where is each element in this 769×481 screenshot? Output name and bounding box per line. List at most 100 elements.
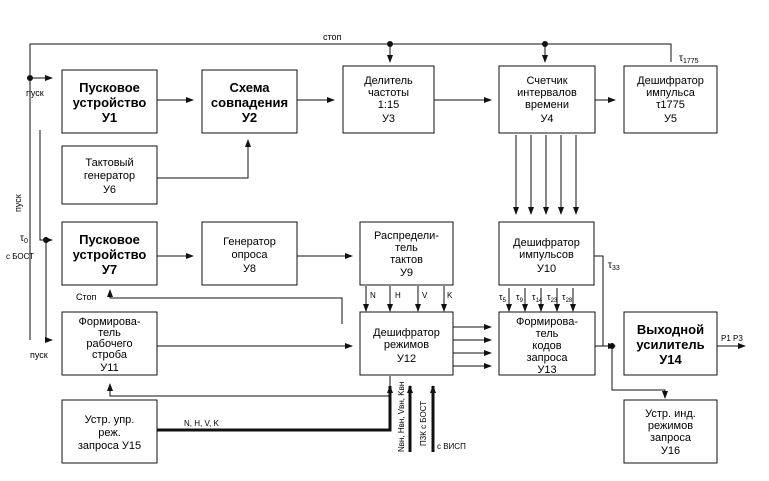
tau14-label: τ14: [532, 292, 543, 304]
block-u13: [498, 311, 596, 376]
u16-line-3: запроса: [650, 432, 692, 444]
thick-buses: [157, 385, 436, 452]
u12-to-u11: [107, 376, 391, 397]
u6-line-3: У6: [103, 184, 116, 196]
n-label: N: [370, 291, 376, 300]
u11-line-1: Формирова-: [78, 316, 140, 328]
u1-line-3: У1: [102, 110, 117, 125]
u6-to-u2: [157, 139, 251, 179]
u11-line-5: У11: [100, 362, 118, 374]
u10-line-1: Дешифратор: [513, 237, 580, 249]
u16-line-4: У16: [661, 445, 680, 457]
u14-line-2: усилитель: [636, 337, 704, 352]
u11-line-2: тель: [98, 327, 121, 339]
tau14-subscript: 14: [536, 298, 543, 304]
u2-line-1: Схема: [229, 80, 270, 95]
tau9-symbol: τ: [516, 292, 520, 302]
tau1775-top-label: τ1775: [679, 53, 699, 65]
block-u15: [61, 399, 158, 464]
u11-line-4: строба: [92, 349, 128, 361]
stop-feedback-line: [29, 43, 672, 330]
u9-line-3: тактов: [390, 254, 423, 266]
tau28-label: τ28: [562, 292, 573, 304]
tau28-symbol: τ: [562, 292, 566, 302]
k-label: K: [447, 291, 453, 300]
tau5-subscript: 5: [503, 298, 507, 304]
u8-line-1: Генератор: [223, 236, 276, 248]
tau23-label: τ23: [547, 292, 558, 304]
u8-line-3: У8: [243, 263, 256, 275]
u13-line-1: Формирова-: [516, 316, 578, 328]
stop-top-label: стоп: [323, 32, 342, 42]
p1p3-label: Р1 Р3: [721, 334, 743, 343]
u4-line-3: времени: [525, 99, 569, 111]
tau23-subscript: 23: [551, 298, 558, 304]
block-u4: [498, 65, 596, 134]
u9-line-2: тель: [395, 242, 418, 254]
u13-line-5: У13: [537, 364, 556, 376]
u13-line-2: тель: [536, 328, 559, 340]
tau9-subscript: 9: [520, 298, 524, 304]
v-label: V: [422, 291, 428, 300]
u1-line-1: Пусковое: [79, 80, 140, 95]
h-label: H: [395, 291, 401, 300]
block-u3: [342, 65, 435, 134]
block-u12: [359, 311, 454, 376]
u3-line-2: частоты: [368, 87, 409, 99]
u15-line-1: Устр. упр.: [85, 414, 135, 426]
u15-line-2: реж.: [98, 427, 121, 439]
block-labels: Пусковое устройство У1 Схема совпадения …: [73, 75, 705, 457]
bus-u15-to-u12: [157, 385, 393, 432]
u4-line-2: интервалов: [517, 87, 577, 99]
u5-line-2: импульса: [646, 87, 696, 99]
u14-line-1: Выходной: [637, 322, 704, 337]
u3-line-3: 1:15: [378, 99, 399, 111]
u7-line-1: Пусковое: [79, 232, 140, 247]
tau0-symbol: τ: [20, 233, 24, 244]
tau33-subscript: 33: [612, 265, 620, 272]
stop-mid-label: Стоп: [76, 292, 97, 302]
block-u7: [61, 221, 158, 286]
block-u8: [201, 221, 298, 286]
tau0-subscript: 0: [24, 238, 28, 245]
tau28-subscript: 28: [566, 298, 573, 304]
u15-line-3: запроса У15: [78, 440, 141, 452]
s-bost-label: с БОСТ: [6, 252, 34, 261]
block-u14: [623, 311, 718, 376]
s-visp-label: с ВИСП: [437, 442, 466, 451]
u14-line-3: У14: [659, 352, 682, 367]
u11-line-3: рабочего: [86, 338, 132, 350]
u13-line-3: кодов: [532, 340, 561, 352]
u9-line-1: Распредели-: [374, 230, 439, 242]
u10-line-3: У10: [537, 263, 556, 275]
u10-line-2: импульсов: [519, 249, 574, 261]
u12-line-3: У12: [397, 353, 416, 365]
u2-line-2: совпадения: [211, 95, 288, 110]
u16-line-2: режимов: [648, 420, 693, 432]
junction-dots: [27, 41, 615, 349]
block-u1: [61, 69, 158, 134]
block-u6: [61, 145, 158, 205]
block-boxes: [61, 65, 718, 464]
u8-line-2: опроса: [232, 249, 269, 261]
tau33-line: [594, 255, 604, 346]
u4-line-1: Счетчик: [526, 75, 567, 87]
block-u16: [623, 399, 718, 464]
pusk-to-u7: [39, 130, 53, 243]
tau33-symbol: τ: [608, 260, 612, 271]
pusk-vertical-label: пуск: [13, 194, 23, 212]
u16-line-1: Устр. инд.: [645, 408, 696, 420]
u6-line-1: Тактовый: [85, 157, 133, 169]
block-u11: [61, 311, 158, 376]
u1-line-2: устройство: [73, 95, 147, 110]
u5-line-4: У5: [664, 113, 677, 125]
tau33-label: τ33: [608, 260, 620, 272]
u3-line-1: Делитель: [364, 75, 413, 87]
block-u2: [201, 69, 298, 134]
to-u16: [611, 346, 668, 399]
tau5-symbol: τ: [499, 292, 503, 302]
pusk-top-label: пуск: [26, 88, 44, 98]
u7-line-3: У7: [102, 262, 117, 277]
u4-line-4: У4: [540, 113, 553, 125]
